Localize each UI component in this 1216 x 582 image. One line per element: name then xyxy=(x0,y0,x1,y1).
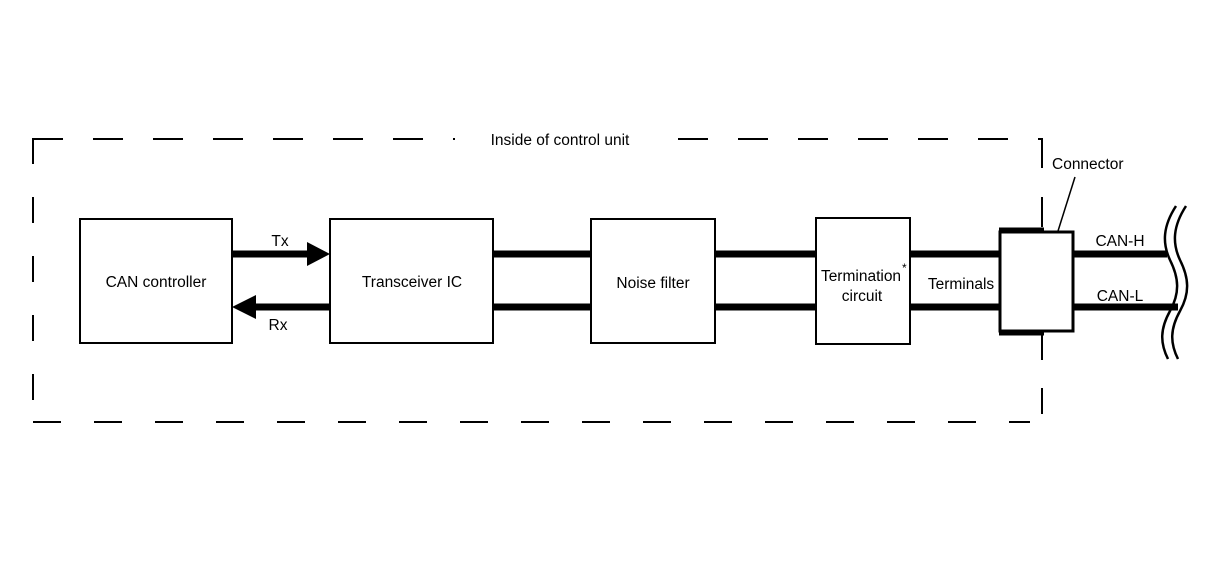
tx-arrowhead-icon xyxy=(307,242,330,266)
connector xyxy=(998,227,1075,336)
can-controller-box xyxy=(79,218,233,344)
rx-arrow xyxy=(232,295,330,319)
wire-break-right-wave xyxy=(1171,205,1189,360)
termination-circuit-box xyxy=(815,217,911,345)
transceiver-ic-label: Transceiver IC xyxy=(362,274,462,291)
tx-label: Tx xyxy=(271,233,288,250)
termination-label-line1: Termination xyxy=(821,268,901,285)
terminals-label: Terminals xyxy=(928,276,995,293)
noise-filter-box xyxy=(590,218,716,344)
control-unit-boundary xyxy=(32,138,1043,423)
wire-break-left-wave xyxy=(1161,205,1179,360)
bus-lines xyxy=(493,250,1178,311)
termination-label-line2: circuit xyxy=(842,288,883,305)
blocks xyxy=(79,217,911,345)
can-l-label: CAN-L xyxy=(1097,288,1144,305)
tx-arrow xyxy=(232,242,330,266)
rx-arrowhead-icon xyxy=(232,295,256,319)
connector-box xyxy=(998,230,1075,333)
connector-pointer-line xyxy=(1057,176,1076,232)
noise-filter-label: Noise filter xyxy=(616,275,689,292)
wire-break-icon xyxy=(1161,205,1189,360)
termination-asterisk: * xyxy=(902,261,907,275)
connector-label: Connector xyxy=(1052,156,1124,173)
rx-label: Rx xyxy=(269,317,288,334)
transceiver-ic-box xyxy=(329,218,494,344)
can-h-label: CAN-H xyxy=(1095,233,1144,250)
can-controller-label: CAN controller xyxy=(106,274,207,291)
control-unit-title: Inside of control unit xyxy=(491,132,630,149)
